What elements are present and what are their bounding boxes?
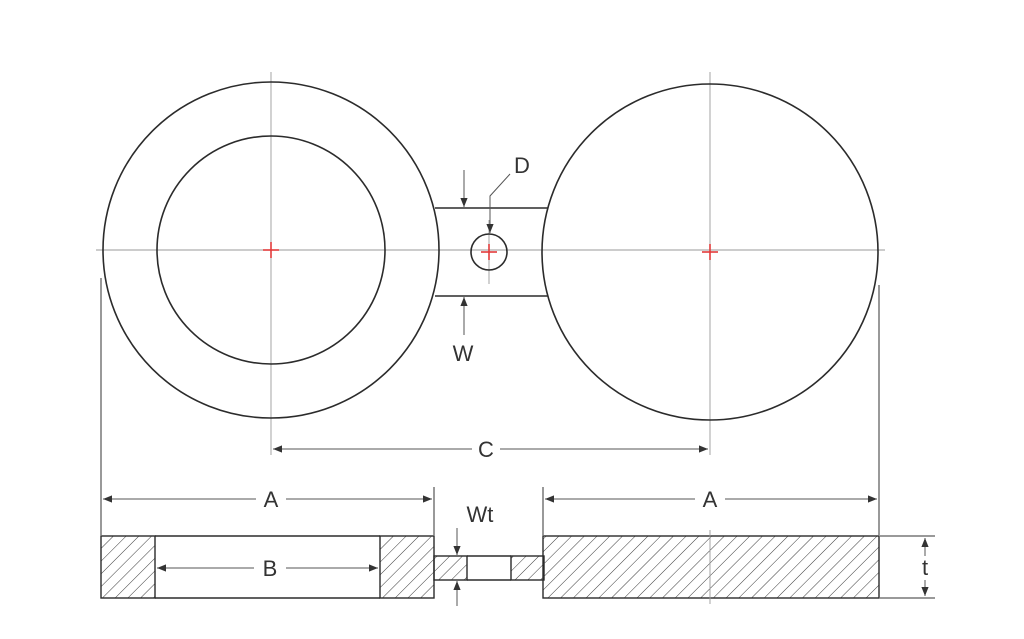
web-hole-circle bbox=[470, 233, 508, 271]
blind-disc-circle bbox=[541, 83, 879, 421]
t-label: t bbox=[922, 555, 928, 580]
section-view: B Wt t bbox=[100, 502, 933, 606]
blind-section bbox=[542, 535, 880, 599]
ring-section-right-wall bbox=[379, 535, 435, 599]
center-mark-hole bbox=[481, 244, 497, 260]
open-ring-outer-circle bbox=[102, 81, 440, 419]
d-leader bbox=[486, 173, 511, 233]
w-label: W bbox=[453, 341, 474, 366]
open-ring-inner-circle bbox=[156, 135, 386, 365]
a-dimensions: A A bbox=[103, 486, 877, 512]
top-view: W D C bbox=[96, 72, 885, 462]
a-right-label-background bbox=[695, 486, 725, 512]
b-label: B bbox=[263, 556, 278, 581]
a-right-label: A bbox=[703, 487, 718, 512]
d-label: D bbox=[514, 153, 530, 178]
web-section-left bbox=[433, 555, 468, 581]
c-label-background bbox=[472, 436, 500, 462]
web-section-right bbox=[510, 555, 545, 581]
b-label-background bbox=[254, 555, 286, 581]
center-mark-right bbox=[702, 244, 718, 260]
ring-section-left-wall bbox=[100, 535, 156, 599]
t-label-background bbox=[917, 556, 933, 580]
center-mark-left bbox=[263, 242, 279, 258]
a-left-label-background bbox=[256, 486, 286, 512]
wt-label: Wt bbox=[467, 502, 494, 527]
c-label: C bbox=[478, 437, 494, 462]
a-left-label: A bbox=[264, 487, 279, 512]
extension-lines bbox=[100, 278, 935, 599]
